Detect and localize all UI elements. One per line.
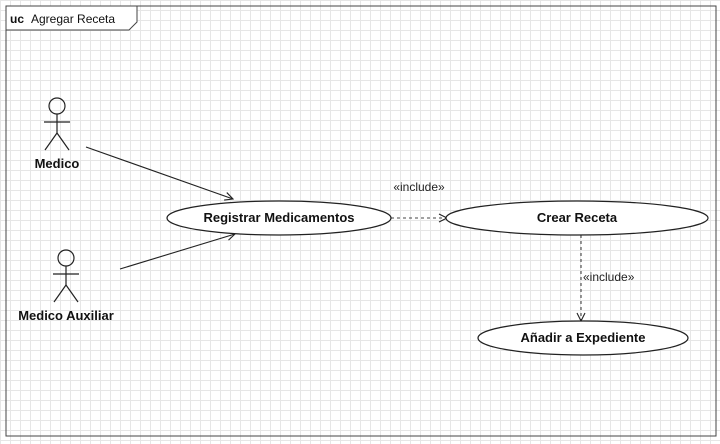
- frame-tab: [5, 5, 138, 31]
- frame-border: [5, 5, 717, 437]
- include-label-crear-anadir: «include»: [583, 270, 635, 284]
- actor-medico-auxiliar-icon: [53, 249, 79, 303]
- actor-medico[interactable]: Medico: [35, 97, 80, 171]
- actor-medico-label: Medico: [35, 156, 80, 171]
- actor-medico-auxiliar-label: Medico Auxiliar: [18, 308, 114, 323]
- use-case-crear-receta[interactable]: Crear Receta: [445, 200, 709, 236]
- diagram-frame: uc Agregar Receta: [5, 5, 717, 437]
- association-medico-registrar: [85, 146, 233, 199]
- use-case-anadir-expediente[interactable]: Añadir a Expediente: [477, 320, 689, 356]
- use-case-anadir-expediente-ellipse: [477, 320, 689, 356]
- use-case-crear-receta-label: Crear Receta: [537, 210, 618, 225]
- use-case-registrar-medicamentos-ellipse: [166, 200, 392, 236]
- association-auxiliar-registrar: [119, 234, 235, 270]
- use-case-anadir-expediente-label: Añadir a Expediente: [521, 330, 646, 345]
- use-case-registrar-medicamentos[interactable]: Registrar Medicamentos: [166, 200, 392, 236]
- use-case-registrar-medicamentos-label: Registrar Medicamentos: [204, 210, 355, 225]
- frame-keyword: uc: [10, 12, 24, 26]
- actor-medico-icon: [44, 97, 70, 151]
- include-label-registrar-crear: «include»: [393, 180, 445, 194]
- frame-title: Agregar Receta: [31, 12, 115, 26]
- actor-medico-auxiliar[interactable]: Medico Auxiliar: [18, 249, 114, 323]
- use-case-crear-receta-ellipse: [445, 200, 709, 236]
